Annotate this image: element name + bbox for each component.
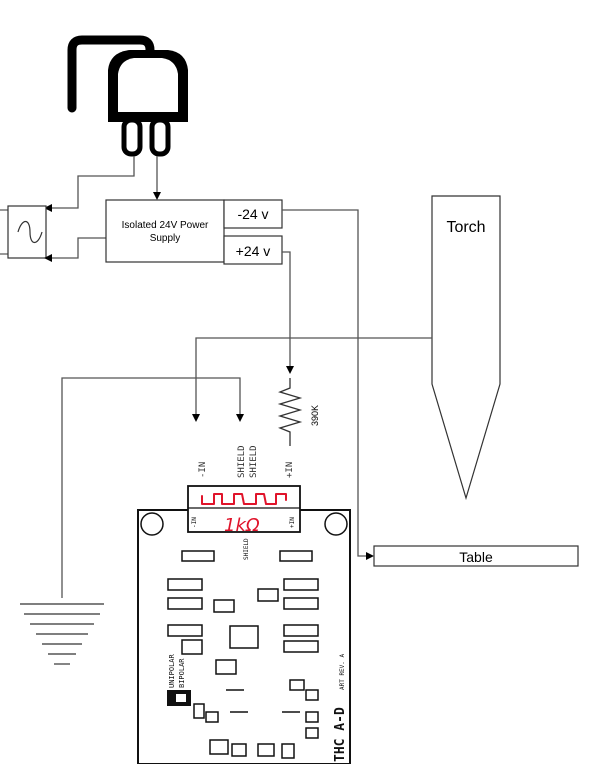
torch-label: Torch [446, 219, 485, 236]
board-rev: ART REV. A [339, 653, 346, 690]
power-supply-label-1: Isolated 24V Power [122, 220, 209, 231]
pos-terminal-label: +24 v [236, 243, 271, 259]
pin-neg-in: -IN [198, 462, 208, 478]
pin-shield-2: SHIELD [249, 445, 259, 478]
annotation-text: 1kΩ [224, 515, 260, 536]
ground-icon [20, 603, 104, 665]
power-plug-icon [67, 35, 188, 157]
resistor-symbol [277, 378, 303, 446]
resistor-value: 390K [310, 405, 320, 426]
svg-text:SHIELD: SHIELD [243, 538, 250, 560]
table-label: Table [459, 549, 493, 565]
switch-label-bipolar: BIPOLAR [178, 658, 186, 688]
neg-terminal-box [223, 199, 283, 229]
power-supply-label-2: Supply [150, 233, 181, 244]
pos-terminal-box [223, 235, 283, 265]
thc-board: -IN +IN SHIELD [137, 485, 351, 764]
torch-shape [431, 195, 501, 501]
svg-text:-IN: -IN [191, 517, 198, 528]
board-name: THC A-D [333, 707, 348, 762]
ac-source-icon [0, 205, 47, 259]
svg-text:+IN: +IN [289, 517, 296, 528]
pin-shield-1: SHIELD [237, 445, 247, 478]
power-supply-box [105, 199, 225, 263]
switch-label-unipolar: UNIPOLAR [168, 653, 176, 688]
neg-terminal-label: -24 v [237, 206, 268, 222]
table-box [373, 545, 579, 567]
pin-pos-in: +IN [285, 462, 295, 478]
handwritten-resistor-annotation [201, 493, 287, 505]
